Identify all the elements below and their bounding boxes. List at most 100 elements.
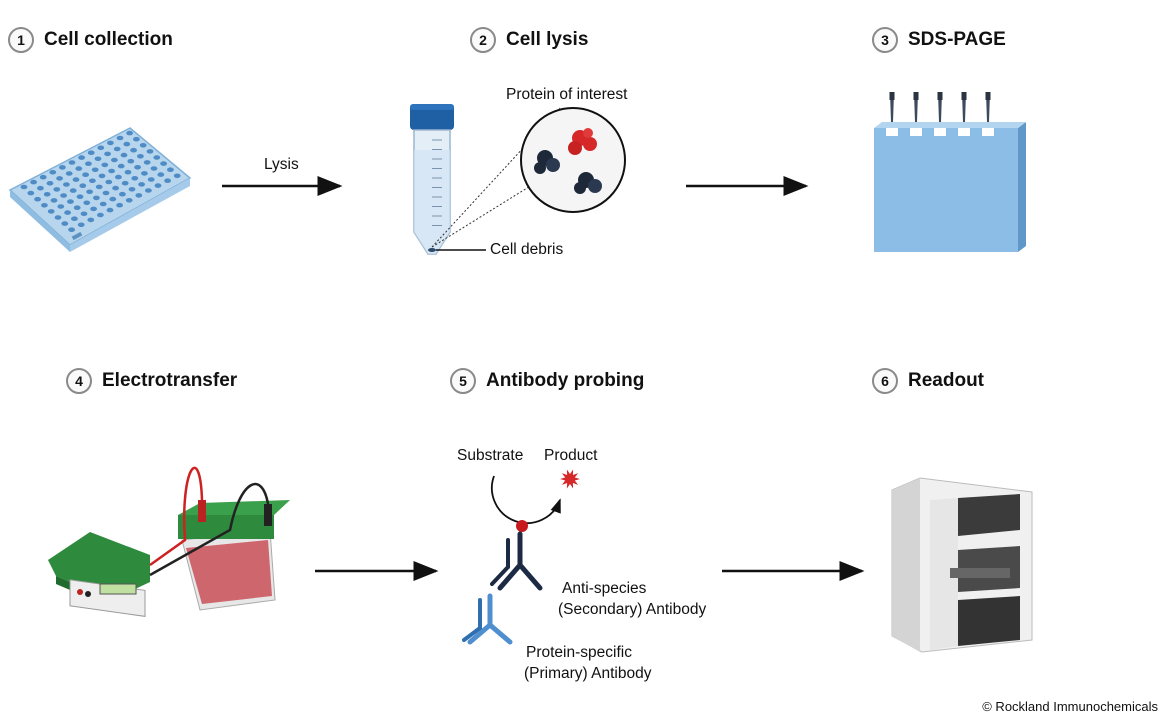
well [139, 143, 147, 148]
protein-of-interest-label: Protein of interest [506, 86, 628, 103]
well [135, 193, 143, 198]
centrifuge-tube-icon [410, 104, 454, 255]
step-1-header: 1 Cell collection [8, 27, 173, 53]
well [147, 177, 155, 182]
well [57, 204, 65, 209]
well [76, 194, 84, 199]
primary-antibody-label-line2: (Primary) Antibody [524, 665, 652, 682]
well [67, 199, 74, 204]
well [73, 205, 81, 210]
well [56, 176, 63, 181]
well [78, 155, 85, 160]
step-2-header: 2 Cell lysis [470, 27, 588, 53]
copyright-notice: © Rockland Immunochemicals [982, 699, 1158, 714]
well [113, 146, 121, 152]
well [93, 195, 100, 201]
step-number-badge: 4 [66, 368, 92, 394]
well [60, 193, 67, 198]
well [99, 201, 107, 207]
step-title: Readout [908, 370, 984, 391]
well [82, 172, 89, 177]
well [63, 182, 70, 187]
well [98, 173, 106, 179]
well [49, 170, 57, 175]
well [95, 184, 103, 190]
product-label: Product [544, 447, 598, 464]
well [157, 172, 165, 177]
debris-proteins-icon [534, 150, 602, 194]
well [94, 156, 102, 162]
well [97, 145, 105, 151]
well-plate-icon [8, 127, 192, 252]
well [34, 196, 41, 202]
well [54, 215, 62, 220]
step-number-badge: 2 [470, 27, 496, 53]
primary-antibody-label-line1: Protein-specific [526, 644, 632, 661]
well [59, 165, 66, 170]
well [50, 198, 58, 203]
well [53, 187, 61, 192]
well [120, 152, 128, 158]
well [133, 136, 140, 142]
step-3-header: 3 SDS-PAGE [872, 27, 1006, 53]
lysis-label: Lysis [264, 156, 299, 173]
well [116, 135, 124, 141]
well [127, 158, 135, 164]
well [77, 222, 85, 228]
well [80, 211, 88, 217]
gel-icon [874, 92, 1026, 252]
well [27, 190, 35, 196]
well [125, 198, 133, 203]
well [160, 161, 168, 166]
well [105, 179, 113, 185]
well [101, 162, 109, 168]
step-6-header: 6 Readout [872, 368, 984, 394]
cell-debris-label: Cell debris [490, 241, 564, 258]
well [109, 196, 117, 202]
product-icon [560, 469, 580, 489]
well [75, 166, 83, 171]
well [130, 147, 138, 153]
well [68, 227, 75, 232]
well [37, 185, 44, 191]
well [115, 174, 122, 180]
well [117, 163, 125, 169]
well [89, 178, 96, 184]
well [126, 130, 133, 136]
zoom-circle [431, 107, 626, 251]
well [20, 184, 28, 190]
step-title: Antibody probing [486, 370, 645, 391]
step-4-header: 4 Electrotransfer [66, 368, 237, 394]
well [41, 203, 48, 208]
well [64, 210, 71, 215]
well [138, 182, 146, 187]
step-number-badge: 6 [872, 368, 898, 394]
well [83, 200, 91, 206]
well [72, 177, 80, 182]
well [97, 212, 104, 218]
well [43, 192, 51, 197]
step-title: Electrotransfer [102, 370, 238, 391]
well [123, 141, 131, 147]
well [47, 209, 55, 214]
well [91, 167, 99, 173]
well [90, 206, 97, 212]
well [87, 217, 95, 223]
well [39, 174, 47, 180]
well [102, 190, 110, 196]
well [85, 161, 92, 166]
step-number-badge: 1 [8, 27, 34, 53]
well [146, 149, 154, 154]
secondary-antibody-label-line2: (Secondary) Antibody [558, 601, 707, 618]
primary-antibody-icon [462, 593, 513, 645]
step-number-badge: 5 [450, 368, 476, 394]
well [150, 166, 158, 171]
well [121, 180, 129, 186]
well [128, 187, 136, 192]
step-title: SDS-PAGE [908, 29, 1006, 50]
well [112, 185, 119, 191]
well [124, 169, 132, 175]
step-number-badge: 3 [872, 27, 898, 53]
well [87, 150, 95, 155]
